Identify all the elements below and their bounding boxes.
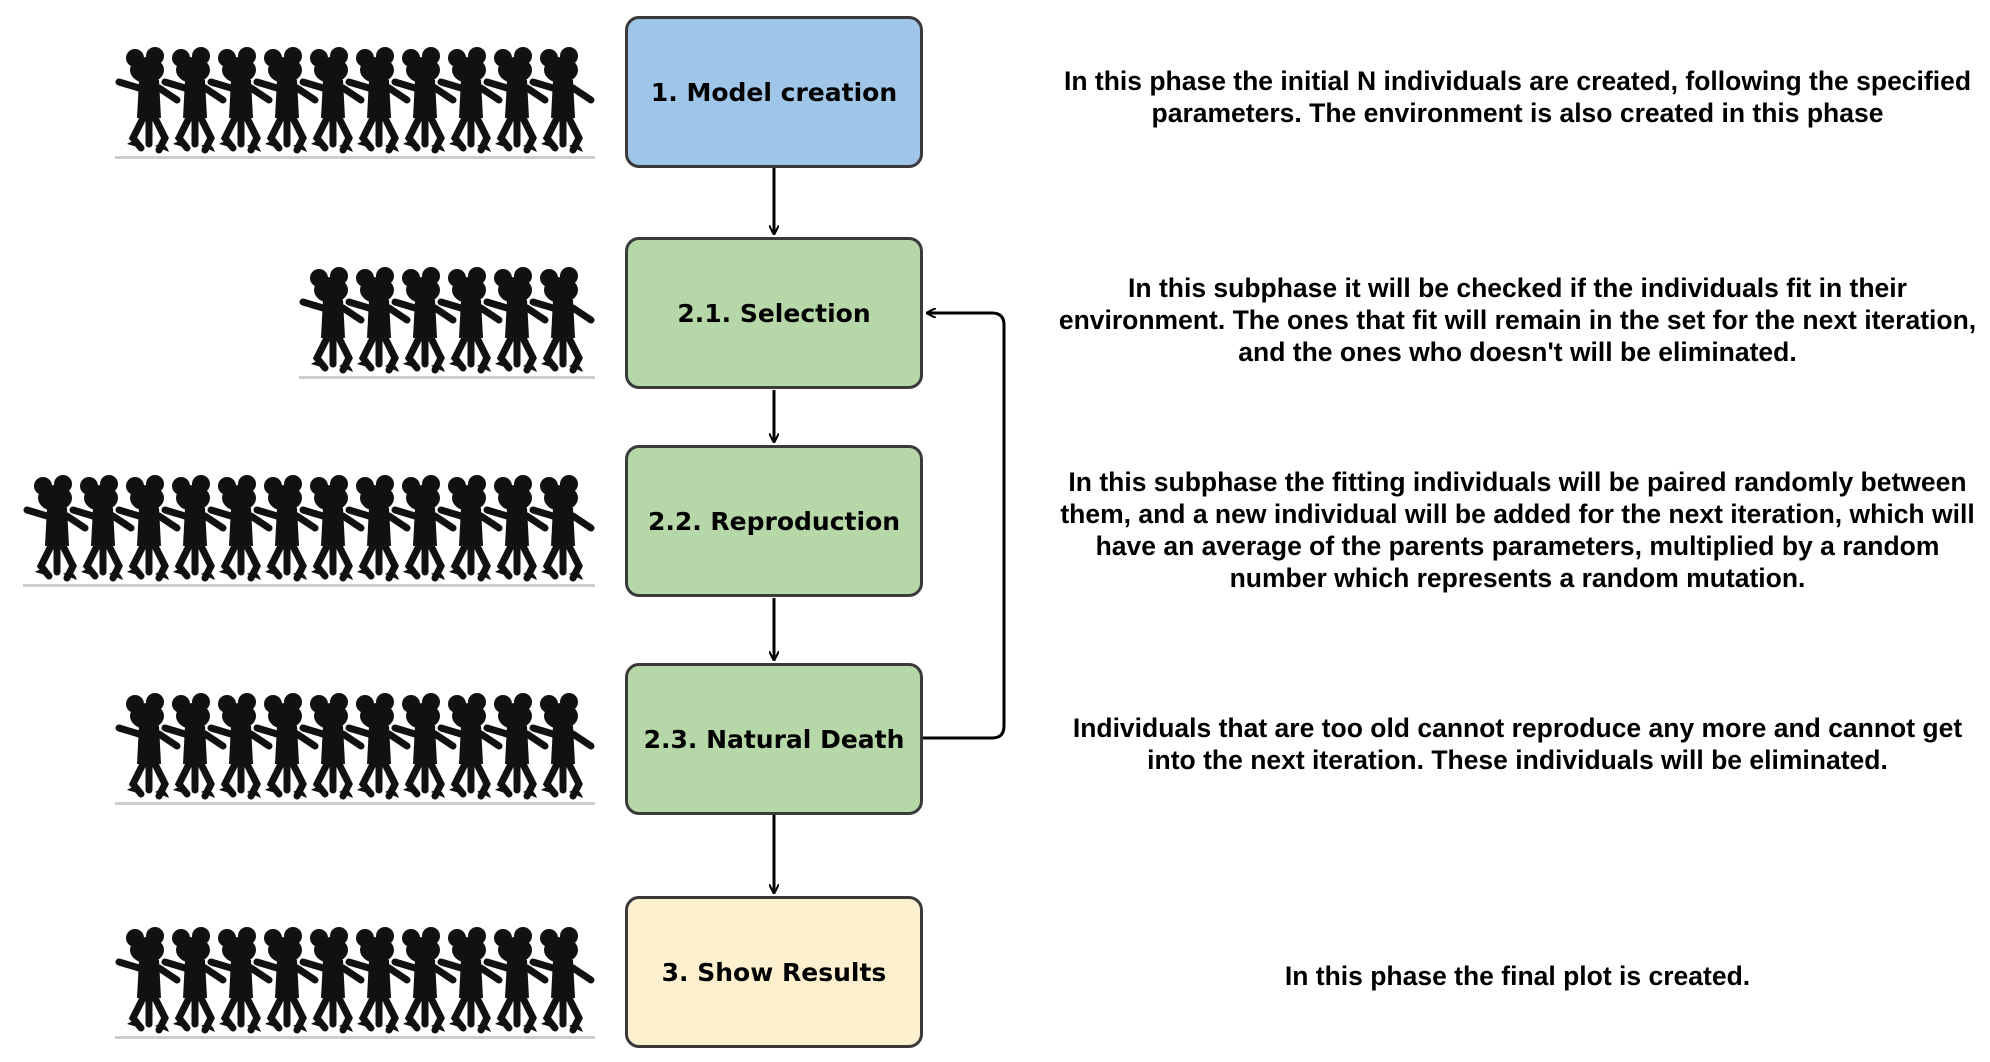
people-row-graphic xyxy=(115,47,595,159)
person-silhouette-icon xyxy=(299,267,365,374)
person-silhouette-icon xyxy=(529,475,595,582)
person-silhouette-icon xyxy=(345,267,411,374)
people-row-selection xyxy=(299,260,595,390)
person-silhouette-icon xyxy=(207,693,273,800)
person-silhouette-icon xyxy=(299,47,365,154)
ground-shadow xyxy=(115,802,595,805)
step-box-show-results: 3. Show Results xyxy=(625,896,923,1048)
people-row-graphic xyxy=(299,267,595,379)
people-row-show-results xyxy=(115,920,595,1050)
person-silhouette-icon xyxy=(345,47,411,154)
person-silhouette-icon xyxy=(391,693,457,800)
person-silhouette-icon xyxy=(529,693,595,800)
step-box-natural-death: 2.3. Natural Death xyxy=(625,663,923,815)
step-description-show-results: In this phase the final plot is created. xyxy=(1284,961,1751,991)
person-silhouette-icon xyxy=(345,927,411,1034)
person-silhouette-icon xyxy=(253,927,319,1034)
person-silhouette-icon xyxy=(299,693,365,800)
person-silhouette-icon xyxy=(253,47,319,154)
person-silhouette-icon xyxy=(483,475,549,582)
people-row-graphic xyxy=(115,693,595,805)
step-label: 2.2. Reproduction xyxy=(647,506,901,536)
person-silhouette-icon xyxy=(115,693,181,800)
person-silhouette-icon xyxy=(437,267,503,374)
person-silhouette-icon xyxy=(161,47,227,154)
person-silhouette-icon xyxy=(299,927,365,1034)
person-silhouette-icon xyxy=(345,693,411,800)
step-label: 1. Model creation xyxy=(650,77,898,107)
people-row-model-creation xyxy=(115,40,595,170)
person-silhouette-icon xyxy=(483,927,549,1034)
person-silhouette-icon xyxy=(345,475,411,582)
person-silhouette-icon xyxy=(529,47,595,154)
person-silhouette-icon xyxy=(391,47,457,154)
person-silhouette-icon xyxy=(161,693,227,800)
person-silhouette-icon xyxy=(161,927,227,1034)
person-silhouette-icon xyxy=(115,475,181,582)
people-row-graphic xyxy=(23,475,595,587)
person-silhouette-icon xyxy=(483,267,549,374)
loop-arrow-death-to-selection xyxy=(923,313,1006,740)
person-silhouette-icon xyxy=(207,47,273,154)
ground-shadow xyxy=(299,376,595,379)
people-row-graphic xyxy=(115,927,595,1039)
step-description-natural-death: Individuals that are too old cannot repr… xyxy=(1072,713,1963,775)
person-silhouette-icon xyxy=(391,927,457,1034)
person-silhouette-icon xyxy=(483,47,549,154)
person-silhouette-icon xyxy=(253,475,319,582)
step-description-selection: In this subphase it will be checked if t… xyxy=(1058,273,1977,367)
person-silhouette-icon xyxy=(437,475,503,582)
ground-shadow xyxy=(115,1036,595,1039)
step-label: 2.1. Selection xyxy=(677,298,871,328)
step-box-selection: 2.1. Selection xyxy=(625,237,923,389)
person-silhouette-icon xyxy=(69,475,135,582)
person-silhouette-icon xyxy=(115,927,181,1034)
person-silhouette-icon xyxy=(115,47,181,154)
people-row-reproduction xyxy=(23,468,595,598)
person-silhouette-icon xyxy=(207,927,273,1034)
step-box-model-creation: 1. Model creation xyxy=(625,16,923,168)
person-silhouette-icon xyxy=(23,475,89,582)
person-silhouette-icon xyxy=(437,927,503,1034)
step-description-reproduction: In this subphase the fitting individuals… xyxy=(1060,467,1975,593)
people-row-natural-death xyxy=(115,686,595,816)
ground-shadow xyxy=(115,156,595,159)
step-label: 3. Show Results xyxy=(661,957,887,987)
step-description-model-creation: In this phase the initial N individuals … xyxy=(1063,66,1972,128)
ground-shadow xyxy=(23,584,595,587)
person-silhouette-icon xyxy=(391,267,457,374)
step-label: 2.3. Natural Death xyxy=(643,724,905,754)
person-silhouette-icon xyxy=(483,693,549,800)
person-silhouette-icon xyxy=(437,47,503,154)
person-silhouette-icon xyxy=(391,475,457,582)
person-silhouette-icon xyxy=(253,693,319,800)
person-silhouette-icon xyxy=(437,693,503,800)
step-box-reproduction: 2.2. Reproduction xyxy=(625,445,923,597)
person-silhouette-icon xyxy=(529,267,595,374)
person-silhouette-icon xyxy=(299,475,365,582)
person-silhouette-icon xyxy=(529,927,595,1034)
person-silhouette-icon xyxy=(207,475,273,582)
person-silhouette-icon xyxy=(161,475,227,582)
